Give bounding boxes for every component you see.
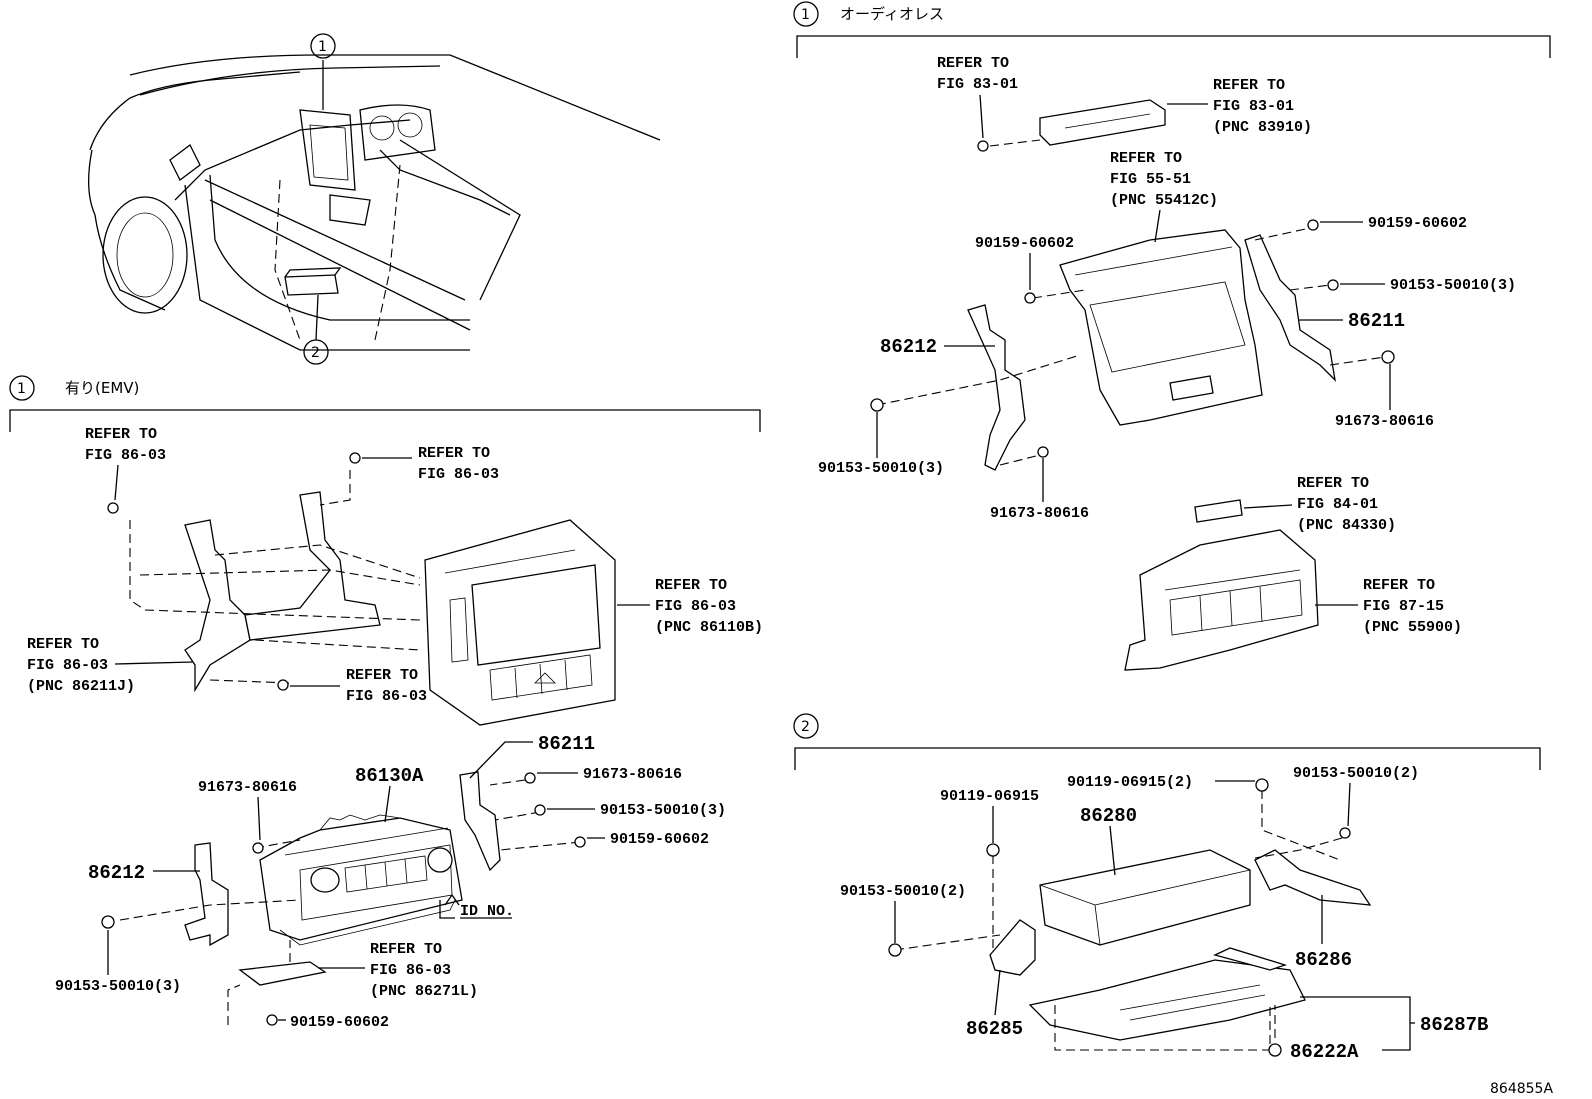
diagram-id: 864855A [1490,1081,1553,1097]
emv-upper-labels: REFER TO FIG 86-03 REFER TO FIG 86-03 RE… [27,426,763,705]
section-2-assembly [888,778,1372,1057]
pnc-55412c-label: (PNC 55412C) [1110,192,1218,209]
bolt-90119-06915-2-label: 90119-06915(2) [1067,774,1193,791]
refer-to-label: REFER TO [1110,150,1182,167]
fig-86-03-label: FIG 86-03 [27,657,108,674]
callout-1-label: 1 [318,39,327,55]
bolt-91673-80616-label: 91673-80616 [1335,413,1434,430]
fig-83-01-label: FIG 83-01 [1213,98,1294,115]
callout-2-top: 2 [303,339,329,365]
bolt-91673-80616-label: 91673-80616 [583,766,682,783]
section-emv-frame: 1 有り(EMV) [9,375,761,432]
section-emv-number: 1 [17,381,26,397]
refer-to-label: REFER TO [655,577,727,594]
bolt-90153-50010-3-label: 90153-50010(3) [1390,277,1516,294]
fig-86-03-label: FIG 86-03 [418,466,499,483]
audioless-assembly [870,99,1395,671]
part-86212-label: 86212 [880,336,937,358]
section-audioless-frame: 1 オーディオレス [793,1,1551,58]
section-2-labels: 90119-06915(2) 90153-50010(2) 90119-0691… [840,765,1488,1063]
vehicle-overview-illustration [87,54,661,351]
refer-to-label: REFER TO [346,667,418,684]
bolt-90119-06915-label: 90119-06915 [940,788,1039,805]
id-no-label: ID NO. [460,903,514,920]
refer-to-label: REFER TO [937,55,1009,72]
emv-head-unit-assembly [101,771,586,1026]
refer-to-label: REFER TO [1213,77,1285,94]
refer-to-label: REFER TO [1363,577,1435,594]
pnc-84330-label: (PNC 84330) [1297,517,1396,534]
bolt-90153-50010-2-label: 90153-50010(2) [840,883,966,900]
part-86287b-label: 86287B [1420,1014,1488,1036]
fig-86-03-label: FIG 86-03 [85,447,166,464]
bolt-90159-60602-label: 90159-60602 [290,1014,389,1031]
part-86286-label: 86286 [1295,949,1352,971]
fig-84-01-label: FIG 84-01 [1297,496,1378,513]
bolt-90153-50010-3-label: 90153-50010(3) [55,978,181,995]
refer-to-label: REFER TO [418,445,490,462]
part-86212-label: 86212 [88,862,145,884]
bolt-90153-50010-3-label: 90153-50010(3) [818,460,944,477]
bolt-91673-80616-label: 91673-80616 [198,779,297,796]
refer-to-label: REFER TO [1297,475,1369,492]
refer-to-label: REFER TO [27,636,99,653]
fig-83-01-label: FIG 83-01 [937,76,1018,93]
part-86211-label: 86211 [1348,310,1405,332]
fig-55-51-label: FIG 55-51 [1110,171,1191,188]
part-86222a-label: 86222A [1290,1041,1359,1063]
part-86211-label: 86211 [538,733,595,755]
pnc-55900-label: (PNC 55900) [1363,619,1462,636]
fig-87-15-label: FIG 87-15 [1363,598,1444,615]
section-2-frame: 2 [793,713,1541,770]
refer-to-label: REFER TO [85,426,157,443]
fig-86-03-label: FIG 86-03 [655,598,736,615]
bolt-90159-60602-label: 90159-60602 [1368,215,1467,232]
pnc-86211j-label: (PNC 86211J) [27,678,135,695]
bolt-90159-60602-label: 90159-60602 [610,831,709,848]
section-audioless-title: オーディオレス [840,5,944,23]
bolt-91673-80616-label: 91673-80616 [990,505,1089,522]
callout-1-top: 1 [310,33,336,59]
bolt-90159-60602-label: 90159-60602 [975,235,1074,252]
section-audioless-number: 1 [801,7,810,23]
bolt-90153-50010-3-label: 90153-50010(3) [600,802,726,819]
callout-2-label: 2 [311,345,320,361]
pnc-86271l-label: (PNC 86271L) [370,983,478,1000]
part-86280-label: 86280 [1080,805,1137,827]
bolt-90153-50010-2-label: 90153-50010(2) [1293,765,1419,782]
section-emv-title: 有り(EMV) [65,379,139,397]
emv-lower-labels: 86211 86130A 91673-80616 91673-80616 901… [55,733,726,1031]
fig-86-03-label: FIG 86-03 [346,688,427,705]
emv-display-assembly [107,452,616,726]
audioless-labels: REFER TO FIG 83-01 REFER TO FIG 83-01 (P… [818,55,1516,636]
part-86130a-label: 86130A [355,765,424,787]
pnc-83910-label: (PNC 83910) [1213,119,1312,136]
fig-86-03-label: FIG 86-03 [370,962,451,979]
part-86285-label: 86285 [966,1018,1023,1040]
section-2-number: 2 [801,719,810,735]
pnc-86110b-label: (PNC 86110B) [655,619,763,636]
refer-to-label: REFER TO [370,941,442,958]
